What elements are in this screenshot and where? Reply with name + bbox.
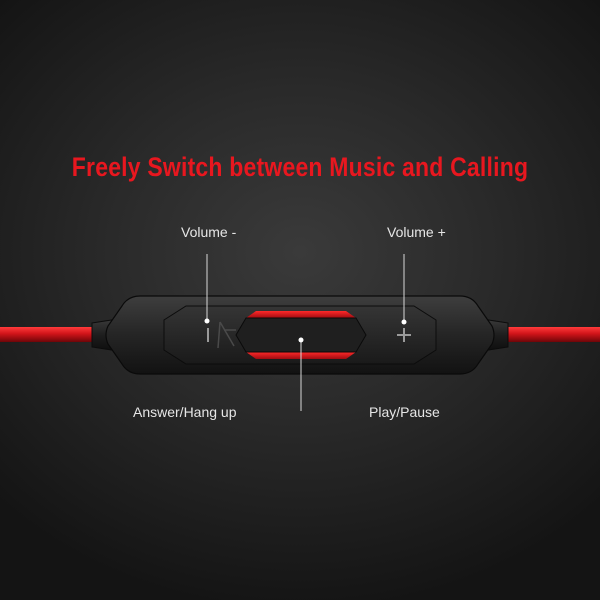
callout-dot-center (298, 337, 304, 343)
volume-minus-button[interactable] (196, 318, 226, 352)
brand-logo-icon (217, 321, 236, 349)
cable-left (0, 327, 100, 342)
label-play-pause: Play/Pause (369, 404, 440, 420)
minus-icon (207, 328, 209, 342)
headline: Freely Switch between Music and Calling (71, 151, 529, 182)
label-volume-minus: Volume - (181, 224, 237, 240)
red-accent-top (246, 311, 356, 318)
play-pause-button[interactable] (235, 317, 367, 353)
volume-plus-button[interactable] (388, 318, 418, 352)
plus-icon (397, 328, 411, 342)
callout-dot-volume-minus (204, 318, 210, 324)
callout-dot-volume-plus (401, 319, 407, 325)
label-answer-hang-up: Answer/Hang up (133, 404, 237, 420)
label-volume-plus: Volume + (387, 224, 446, 240)
cable-right (505, 327, 600, 342)
